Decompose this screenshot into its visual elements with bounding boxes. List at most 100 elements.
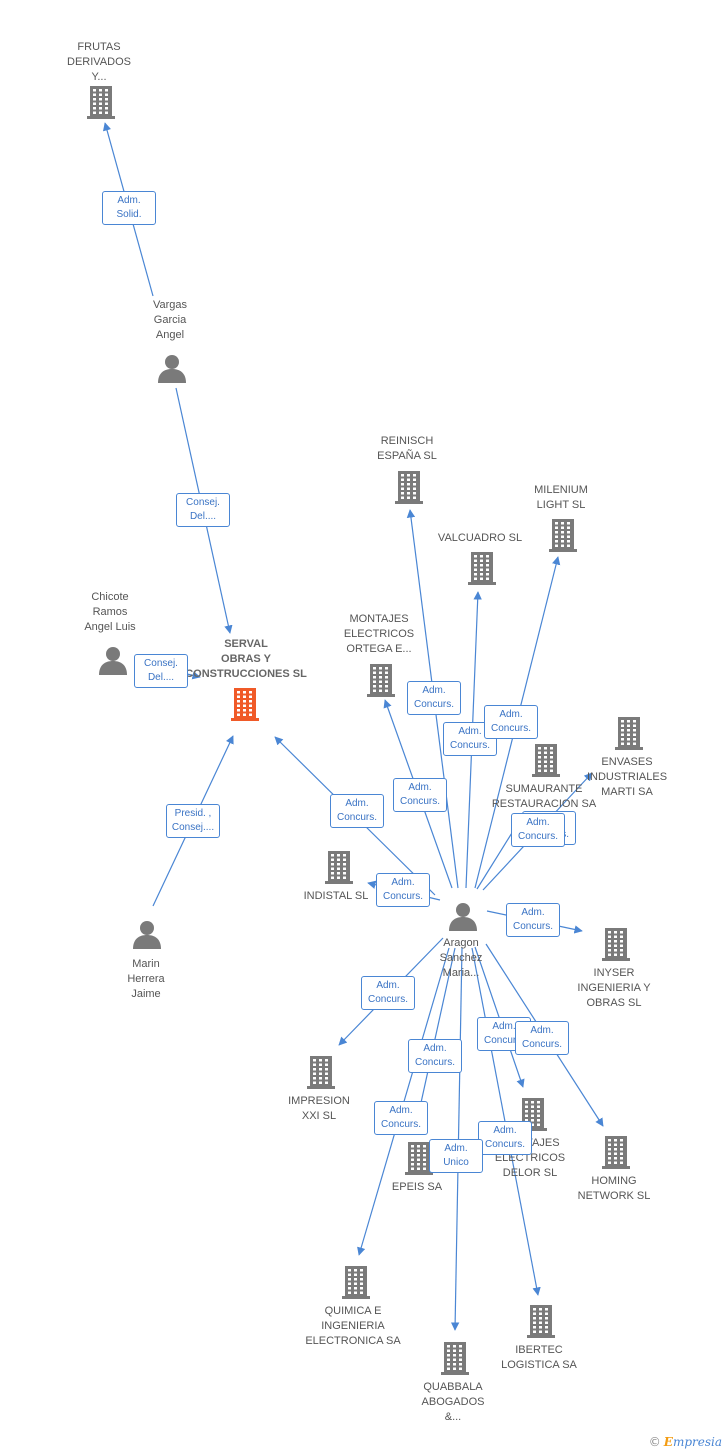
node-label[interactable]: SERVAL OBRAS Y CONSTRUCCIONES SL — [181, 637, 311, 682]
node-label[interactable]: IMPRESION XXI SL — [254, 1094, 384, 1124]
building-icon — [602, 928, 630, 961]
node-label[interactable]: IBERTEC LOGISTICA SA — [474, 1343, 604, 1373]
relation-badge[interactable]: Presid. , Consej.... — [166, 804, 220, 838]
node-label[interactable]: MILENIUM LIGHT SL — [496, 483, 626, 513]
node-label-text: Chicote Ramos Angel Luis — [84, 591, 136, 633]
node-label-text: ENVASES INDUSTRIALES MARTI SA — [586, 756, 668, 798]
relation-badge[interactable]: Adm. Concurs. — [443, 722, 497, 756]
node-label[interactable]: VALCUADRO SL — [415, 531, 545, 546]
relation-badge[interactable]: Adm. Concurs. — [506, 903, 560, 937]
node-label[interactable]: FRUTAS DERIVADOS Y... — [34, 40, 164, 85]
company-node-icon[interactable] — [531, 743, 561, 777]
building-icon — [342, 1266, 370, 1299]
person-node-icon[interactable] — [157, 353, 187, 383]
building-icon — [615, 717, 643, 750]
node-label-text: SERVAL OBRAS Y CONSTRUCCIONES SL — [185, 638, 307, 680]
relation-badge[interactable]: Adm. Concurs. — [478, 1121, 532, 1155]
person-node-icon[interactable] — [132, 919, 162, 949]
brand-logo: ©Empresia — [648, 1435, 722, 1449]
company-node-icon[interactable] — [230, 687, 260, 721]
person-node-icon[interactable] — [98, 645, 128, 675]
company-node-icon[interactable] — [306, 1055, 336, 1089]
relation-badge[interactable]: Adm. Concurs. — [511, 813, 565, 847]
person-icon — [133, 921, 161, 949]
node-label-text: Aragon Sanchez Maria... — [439, 937, 483, 979]
company-node-icon[interactable] — [366, 663, 396, 697]
relation-badge[interactable]: Consej. Del.... — [176, 493, 230, 527]
node-label[interactable]: Aragon Sanchez Maria... — [396, 936, 526, 981]
building-icon — [307, 1056, 335, 1089]
node-label-text: EPEIS SA — [391, 1181, 443, 1193]
company-node-icon[interactable] — [394, 470, 424, 504]
person-node-icon[interactable] — [448, 901, 478, 931]
building-icon — [468, 552, 496, 585]
person-icon — [449, 903, 477, 931]
node-label[interactable]: INDISTAL SL — [271, 889, 401, 904]
node-label-text: REINISCH ESPAÑA SL — [377, 435, 437, 462]
node-label[interactable]: INYSER INGENIERIA Y OBRAS SL — [549, 966, 679, 1011]
company-node-icon[interactable] — [548, 518, 578, 552]
relation-badge[interactable]: Adm. Solid. — [102, 191, 156, 225]
node-label-text: IBERTEC LOGISTICA SA — [501, 1344, 577, 1371]
node-label-text: FRUTAS DERIVADOS Y... — [67, 41, 131, 83]
relation-badge[interactable]: Adm. Concurs. — [484, 705, 538, 739]
node-label-text: IMPRESION XXI SL — [288, 1095, 350, 1122]
relation-badge[interactable]: Adm. Concurs. — [407, 681, 461, 715]
node-label[interactable]: HOMING NETWORK SL — [549, 1174, 679, 1204]
company-node-icon[interactable] — [526, 1304, 556, 1338]
building-icon — [405, 1142, 433, 1175]
node-label[interactable]: ENVASES INDUSTRIALES MARTI SA — [562, 755, 692, 800]
node-label[interactable]: SUMAURANTE RESTAURACION SA — [479, 782, 609, 812]
company-node-icon[interactable] — [341, 1265, 371, 1299]
building-icon — [87, 86, 115, 119]
node-label-text: MILENIUM LIGHT SL — [534, 484, 588, 511]
building-icon — [367, 664, 395, 697]
node-label[interactable]: Marin Herrera Jaime — [81, 957, 211, 1002]
node-label[interactable]: QUIMICA E INGENIERIA ELECTRONICA SA — [288, 1304, 418, 1349]
node-label-text: Marin Herrera Jaime — [127, 958, 165, 1000]
relation-badge[interactable]: Adm. Concurs. — [393, 778, 447, 812]
node-label[interactable]: Vargas Garcia Angel — [105, 298, 235, 343]
relation-badge[interactable]: Adm. Concurs. — [376, 873, 430, 907]
node-label[interactable]: QUABBALA ABOGADOS &... — [388, 1380, 518, 1425]
node-label-text: HOMING NETWORK SL — [577, 1175, 651, 1202]
company-node-icon[interactable] — [440, 1341, 470, 1375]
person-icon — [99, 647, 127, 675]
relation-badge[interactable]: Adm. Concurs. — [515, 1021, 569, 1055]
relation-badge[interactable]: Consej. Del.... — [134, 654, 188, 688]
company-node-icon[interactable] — [86, 85, 116, 119]
node-label[interactable]: MONTAJES ELECTRICOS ORTEGA E... — [314, 612, 444, 657]
node-label-text: Vargas Garcia Angel — [152, 299, 188, 341]
building-icon — [527, 1305, 555, 1338]
node-label-text: QUIMICA E INGENIERIA ELECTRONICA SA — [305, 1305, 401, 1347]
company-node-icon[interactable] — [324, 850, 354, 884]
company-node-icon[interactable] — [601, 927, 631, 961]
relation-badge[interactable]: Adm. Concurs. — [361, 976, 415, 1010]
building-icon — [532, 744, 560, 777]
building-icon — [231, 688, 259, 721]
node-label-text: SUMAURANTE RESTAURACION SA — [491, 783, 597, 810]
node-label-text: INYSER INGENIERIA Y OBRAS SL — [577, 967, 651, 1009]
person-icon — [158, 355, 186, 383]
building-icon — [441, 1342, 469, 1375]
relation-badge[interactable]: Adm. Concurs. — [408, 1039, 462, 1073]
node-label-text: MONTAJES ELECTRICOS ORTEGA E... — [343, 613, 415, 655]
company-node-icon[interactable] — [601, 1135, 631, 1169]
building-icon — [549, 519, 577, 552]
building-icon — [395, 471, 423, 504]
node-label[interactable]: EPEIS SA — [352, 1180, 482, 1195]
relation-badge[interactable]: Adm. Unico — [429, 1139, 483, 1173]
building-icon — [325, 851, 353, 884]
node-label-text: INDISTAL SL — [303, 890, 369, 902]
node-label-text: VALCUADRO SL — [437, 532, 523, 544]
node-label[interactable]: REINISCH ESPAÑA SL — [342, 434, 472, 464]
company-node-icon[interactable] — [404, 1141, 434, 1175]
node-label[interactable]: Chicote Ramos Angel Luis — [45, 590, 175, 635]
building-icon — [602, 1136, 630, 1169]
company-node-icon[interactable] — [467, 551, 497, 585]
relation-badge[interactable]: Adm. Concurs. — [330, 794, 384, 828]
node-label-text: QUABBALA ABOGADOS &... — [421, 1381, 485, 1423]
relation-badge[interactable]: Adm. Concurs. — [374, 1101, 428, 1135]
company-node-icon[interactable] — [614, 716, 644, 750]
